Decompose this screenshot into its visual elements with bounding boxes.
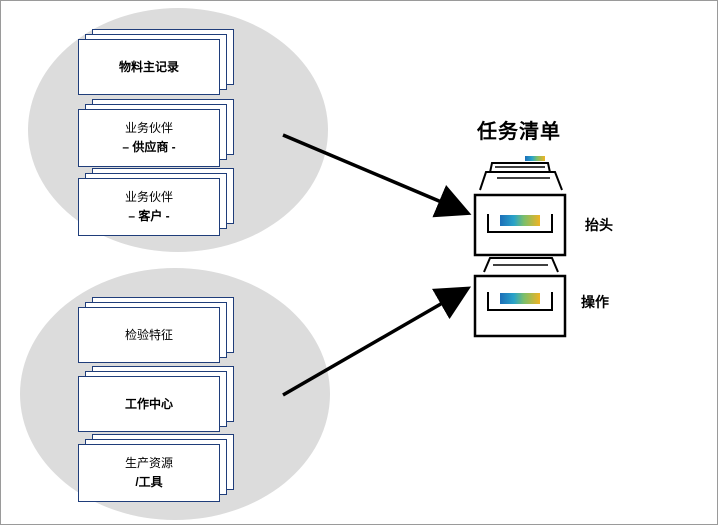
card-sublabel: /工具 <box>135 475 163 489</box>
card-label: 业务伙伴 <box>124 121 173 135</box>
card-work-center: 工作中心 <box>78 376 220 432</box>
card-sublabel: – 供应商 - <box>122 140 176 154</box>
card-label: 业务伙伴 <box>124 190 173 204</box>
card-production-resources: 生产资源 /工具 <box>78 444 220 502</box>
arrow-top <box>282 133 472 218</box>
card-material-master: 物料主记录 <box>78 39 220 95</box>
header-label: 抬头 <box>585 217 613 233</box>
card-label: 工作中心 <box>124 396 173 411</box>
card-bp-customer: 业务伙伴 – 客户 - <box>78 178 220 236</box>
file-cabinet-icon <box>473 156 567 338</box>
card-label: 物料主记录 <box>118 59 179 74</box>
card-label: 检验特征 <box>124 327 173 342</box>
task-list-title: 任务清单 <box>477 121 561 143</box>
operation-label: 操作 <box>581 294 609 310</box>
arrow-bottom <box>282 286 472 397</box>
card-bp-vendor: 业务伙伴 – 供应商 - <box>78 109 220 167</box>
card-inspection-characteristic: 检验特征 <box>78 307 220 363</box>
card-sublabel: – 客户 - <box>128 209 170 223</box>
card-label: 生产资源 <box>124 456 173 470</box>
